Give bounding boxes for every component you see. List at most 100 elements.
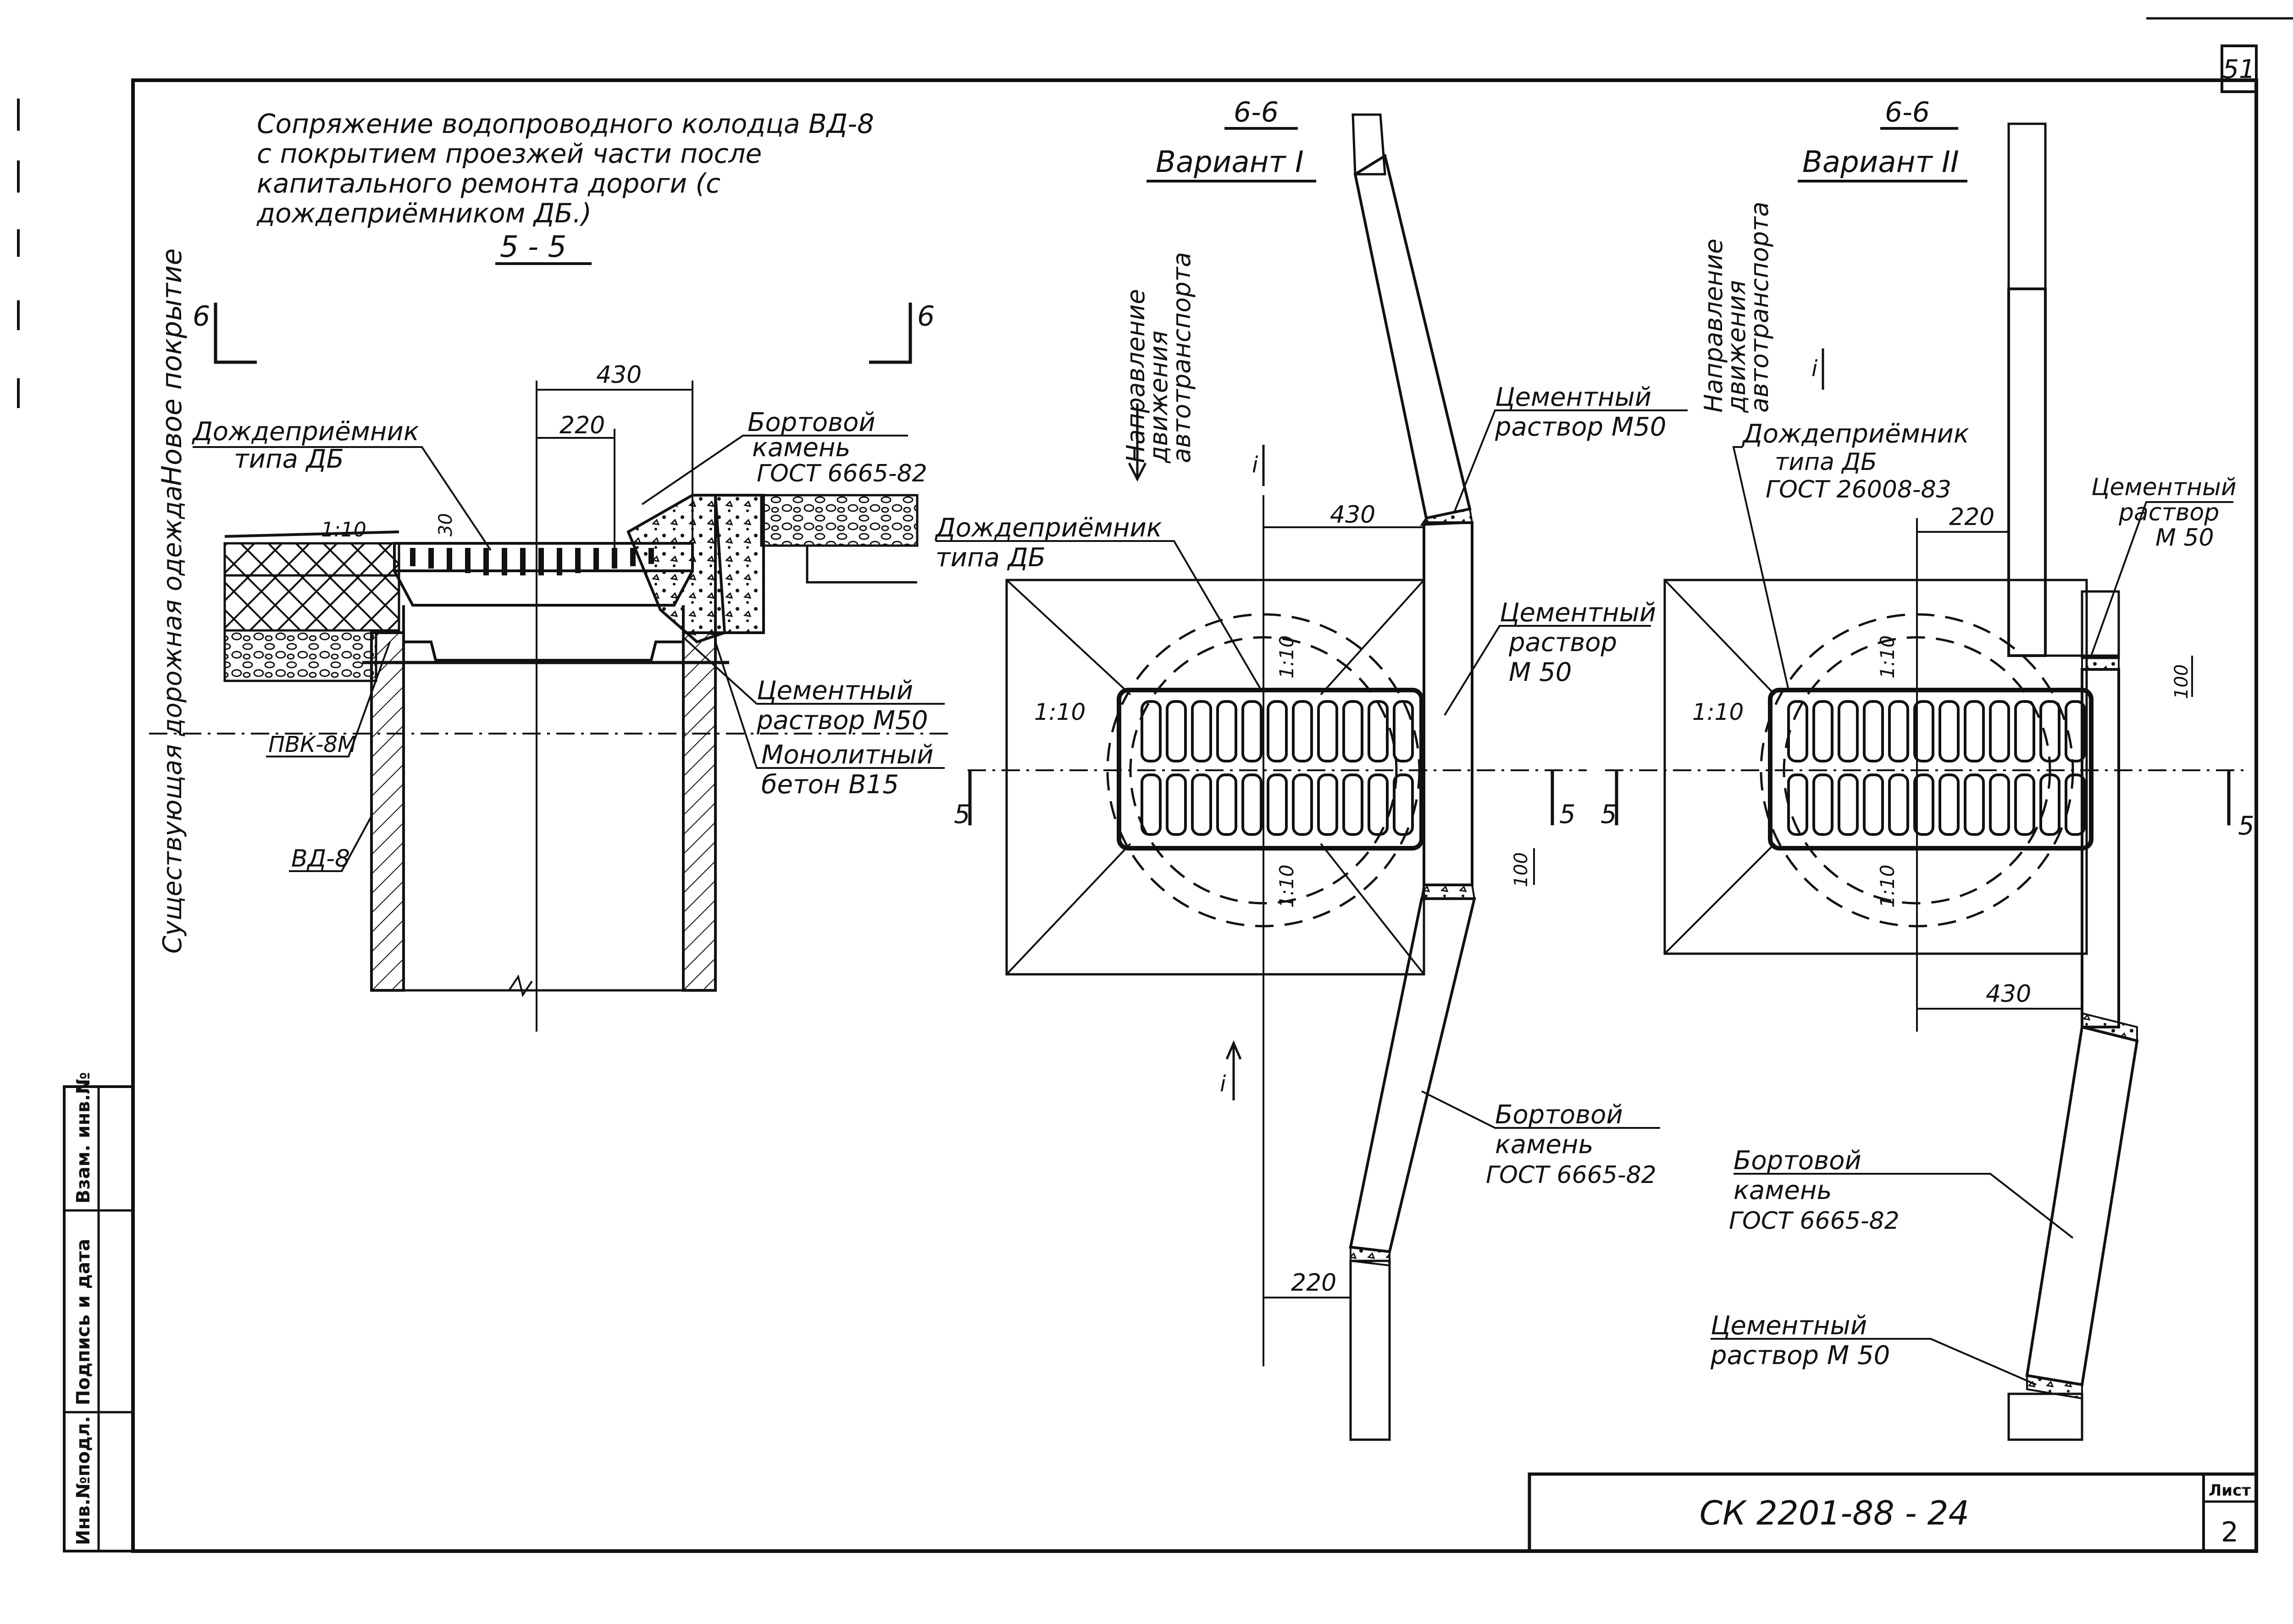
v2-cut-mark-right: 5 — [2238, 811, 2254, 841]
dim-220: 220 — [559, 412, 605, 439]
v2-rain-inlet-3: ГОСТ 26008-83 — [1766, 476, 1951, 503]
v2-rain-inlet-2: типа ДБ — [1775, 448, 1877, 476]
v2-section-label: 6-6 — [1885, 96, 1930, 128]
v2-direction-2: движения — [1722, 280, 1751, 413]
v2-dim-100: 100 — [2171, 664, 2192, 699]
stamp-vzam-inv: Взам. инв.№ — [73, 1072, 94, 1204]
v1-curb-bottom — [1349, 897, 1476, 1254]
v1-cut-mark-left: 5 — [954, 800, 970, 829]
v2-dim-430: 430 — [1986, 980, 2031, 1008]
v2-grate-slots — [1787, 700, 2086, 836]
v2-direction-1: Направление — [1699, 238, 1728, 413]
frame: 51 — [17, 17, 2293, 1553]
title-line-3: капитального ремонта дороги (с — [257, 168, 720, 199]
section-5-5: 5 - 5 6 6 Новое покрытие Существующая до… — [149, 230, 954, 1032]
v2-i-mark: i — [1811, 356, 1818, 381]
v2-mortar-top-1: Цементный — [2091, 474, 2237, 501]
section-5-5-label: 5 - 5 — [500, 230, 566, 264]
v1-dim-430: 430 — [1330, 501, 1375, 529]
curb-stone — [626, 494, 726, 644]
rain-inlet-label-2: типа ДБ — [234, 444, 344, 474]
v1-direction-2: движения — [1144, 331, 1173, 464]
v2-mortar-top-2: раствор — [2118, 499, 2219, 526]
doc-code: СК 2201-88 - 24 — [1700, 1494, 1969, 1532]
v2-slope-2: 1:10 — [1876, 635, 1899, 679]
new-pavement-label: Новое покрытие — [156, 249, 188, 486]
variant-1-plan: 6-6 Вариант I Направление движения автот… — [934, 96, 1688, 1441]
title-line-1: Сопряжение водопроводного колодца ВД-8 — [257, 108, 874, 139]
v1-curb-1: Бортовой — [1495, 1100, 1623, 1130]
v2-curb-1: Бортовой — [1734, 1146, 1861, 1176]
grate-bars — [410, 548, 654, 575]
v2-slope-3: 1:10 — [1876, 865, 1899, 908]
variant-2-plan: 6-6 Вариант II Направление движения авто… — [1601, 96, 2254, 1441]
v2-curb-3: ГОСТ 6665-82 — [1729, 1207, 1900, 1235]
new-pavement-layer — [223, 542, 400, 577]
base-layer — [223, 574, 400, 632]
v2-curb-top — [2007, 287, 2047, 657]
slope-label: 1:10 — [321, 518, 366, 541]
v1-slope-3: 1:10 — [1275, 865, 1298, 908]
title-line-4: дождеприёмником ДБ.) — [256, 198, 592, 229]
v2-variant-label: Вариант II — [1802, 145, 1959, 179]
shaft-wall-left — [370, 631, 405, 992]
mortar-label-1: Цементный — [757, 676, 913, 706]
shaft-wall-right — [682, 631, 717, 992]
page-number: 51 — [2222, 55, 2255, 84]
v1-variant-label: Вариант I — [1156, 145, 1304, 179]
v1-cut-mark-right: 5 — [1559, 800, 1576, 829]
curb-label-1: Бортовой — [748, 408, 875, 437]
dim-430: 430 — [596, 361, 642, 389]
v1-direction-3: автотранспорта — [1167, 252, 1196, 463]
vd-label: ВД-8 — [291, 845, 350, 873]
v1-rain-inlet-2: типа ДБ — [936, 543, 1046, 573]
pvk-label: ПВК-8М — [268, 732, 356, 757]
v1-grate-slots — [1141, 700, 1414, 836]
concrete-label-2: бетон В15 — [761, 770, 899, 800]
curb-label-3: ГОСТ 6665-82 — [757, 460, 927, 487]
sheet-title: Сопряжение водопроводного колодца ВД-8 с… — [256, 108, 874, 229]
title-block: СК 2201-88 - 24 Лист 2 — [1528, 1472, 2258, 1553]
v2-mortar-bottom-2: раствор М 50 — [1710, 1341, 1890, 1370]
mortar-label-2: раствор М50 — [756, 706, 928, 735]
v1-grate — [1117, 688, 1424, 851]
v1-dim-100: 100 — [1511, 852, 1532, 887]
v2-curb-bottom — [2025, 1025, 2139, 1386]
v2-cut-mark-left: 5 — [1601, 800, 1617, 829]
v1-i-mark-top: i — [1252, 452, 1258, 478]
v2-direction-3: автотранспорта — [1745, 202, 1774, 413]
v2-mortar-top-3: М 50 — [2155, 524, 2214, 552]
v1-mortar-top-1: Цементный — [1495, 382, 1651, 412]
cut-mark-6-left: 6 — [193, 300, 210, 332]
side-stamp: Инв.№подл. Подпись и дата Взам. инв.№ — [63, 1072, 134, 1552]
concrete-label-1: Монолитный — [761, 740, 933, 770]
v2-mortar-bottom-1: Цементный — [1711, 1311, 1867, 1341]
v1-slope-2: 1:10 — [1275, 635, 1298, 679]
stamp-inv-podl: Инв.№подл. — [73, 1416, 94, 1545]
v1-direction-1: Направление — [1121, 289, 1150, 463]
v1-i-mark-bottom: i — [1220, 1071, 1226, 1097]
v1-curb-mid — [1423, 521, 1473, 886]
v1-mortar-mid-2: раствор — [1508, 628, 1617, 657]
v2-curb-2: камень — [1734, 1176, 1832, 1205]
v2-apron — [1663, 579, 2088, 955]
v2-dim-220: 220 — [1949, 503, 1994, 531]
v1-section-label: 6-6 — [1234, 96, 1279, 128]
v1-curb-top — [1353, 154, 1472, 520]
rain-inlet-label-1: Дождеприёмник — [191, 417, 419, 447]
list-label: Лист — [2209, 1481, 2251, 1500]
v1-mortar-mid-3: М 50 — [1509, 657, 1572, 687]
curb-label-2: камень — [752, 433, 850, 463]
title-line-2: с покрытием проезжей части после — [257, 138, 762, 169]
sidewalk-layer — [760, 494, 919, 547]
existing-pavement-label: Существующая дорожная одежда — [158, 486, 188, 954]
concrete-foundation — [714, 494, 765, 634]
v1-curb-2: камень — [1495, 1130, 1593, 1160]
stamp-signature-date: Подпись и дата — [73, 1239, 94, 1405]
v2-slope-1: 1:10 — [1692, 699, 1744, 725]
v1-curb-3: ГОСТ 6665-82 — [1486, 1161, 1656, 1189]
list-number: 2 — [2221, 1516, 2238, 1548]
v1-rain-inlet-1: Дождеприёмник — [934, 513, 1162, 543]
v2-rain-inlet-1: Дождеприёмник — [1741, 419, 1969, 449]
